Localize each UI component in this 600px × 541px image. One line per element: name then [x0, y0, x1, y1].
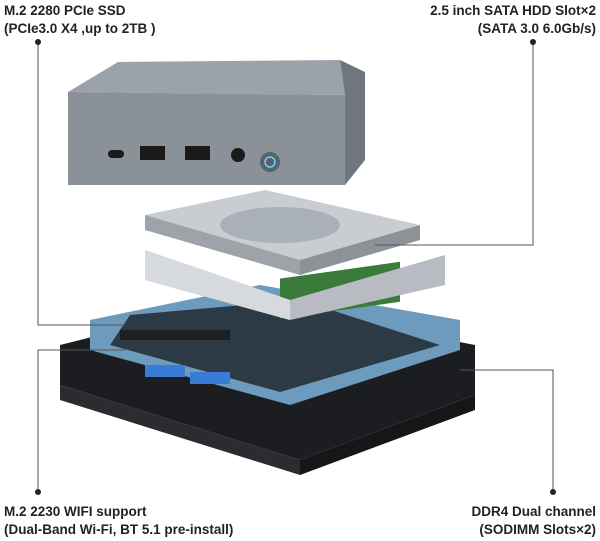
- top-case: [68, 60, 365, 185]
- callout-m2-ssd: M.2 2280 PCIe SSD (PCIe3.0 X4 ,up to 2TB…: [4, 2, 156, 38]
- callout-title: M.2 2280 PCIe SSD: [4, 3, 126, 18]
- callout-sata-hdd: 2.5 inch SATA HDD Slot×2 (SATA 3.0 6.0Gb…: [430, 2, 596, 38]
- callout-title: DDR4 Dual channel: [471, 504, 596, 519]
- hdd-bracket: [145, 250, 445, 320]
- motherboard: [90, 261, 460, 405]
- callout-wifi: M.2 2230 WIFI support (Dual-Band Wi-Fi, …: [4, 503, 233, 539]
- callout-dot: [550, 489, 556, 495]
- callout-detail: (PCIe3.0 X4 ,up to 2TB ): [4, 21, 156, 36]
- callout-dot: [35, 489, 41, 495]
- callout-detail: (SATA 3.0 6.0Gb/s): [477, 21, 596, 36]
- usb-port: [185, 146, 210, 160]
- usb-port: [140, 146, 165, 160]
- callout-detail: (SODIMM Slots×2): [479, 522, 596, 537]
- callout-dot: [35, 39, 41, 45]
- callout-detail: (Dual-Band Wi-Fi, BT 5.1 pre-install): [4, 522, 234, 537]
- usb-c-port: [108, 150, 124, 158]
- power-button: [260, 152, 280, 172]
- callout-lines: [37, 42, 554, 492]
- hard-drive: [145, 190, 420, 275]
- callout-title: M.2 2230 WIFI support: [4, 504, 147, 519]
- callout-ddr4: DDR4 Dual channel (SODIMM Slots×2): [471, 503, 596, 539]
- audio-jack: [231, 148, 245, 162]
- callout-title: 2.5 inch SATA HDD Slot×2: [430, 3, 596, 18]
- callout-dot: [530, 39, 536, 45]
